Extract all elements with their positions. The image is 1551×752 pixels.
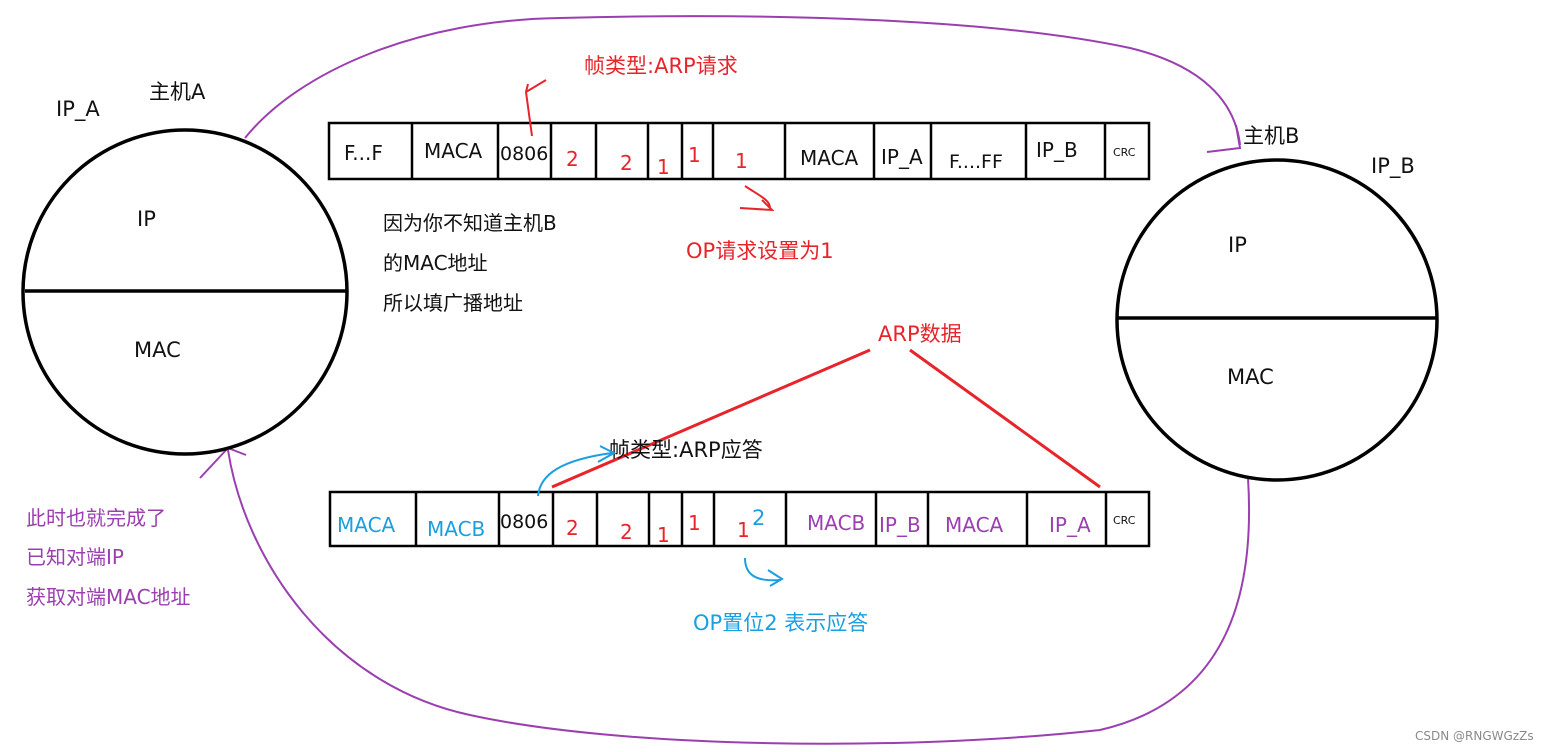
req-field-target-mac: F....FF: [949, 151, 1003, 173]
reply-op-note: OP置位2 表示应答: [693, 611, 868, 635]
req-field-frame-type: 0806: [500, 143, 548, 165]
reply-loop-arrow: [227, 449, 1251, 745]
svg-text:获取对端MAC地址: 获取对端MAC地址: [26, 585, 191, 609]
host-a-ip: IP: [137, 207, 156, 231]
rep-field-frame-type: 0806: [500, 511, 548, 533]
reply-frame-type-arrow: [537, 445, 617, 497]
request-op-note: OP请求设置为1: [686, 239, 834, 263]
req-field-src-mac: MACA: [424, 139, 483, 163]
rep-field-proto-type: 2: [620, 520, 633, 544]
host-b-name: 主机B: [1243, 124, 1299, 148]
rep-field-op: 1: [737, 518, 750, 542]
request-loop-arrowhead: [1206, 124, 1242, 153]
reply-frame-type-label: 帧类型:ARP应答: [609, 438, 763, 462]
req-field-hw-type: 2: [566, 147, 579, 171]
req-field-crc: CRC: [1113, 146, 1136, 159]
req-field-hw-len: 1: [657, 155, 670, 179]
conclusion-note: 此时也就完成了 已知对端IP 获取对端MAC地址: [26, 506, 191, 609]
arp-data-label: ARP数据: [878, 322, 962, 346]
rep-field-dst-mac: MACA: [337, 513, 396, 537]
host-b-circle: [1115, 158, 1439, 482]
req-field-op: 1: [735, 149, 748, 173]
host-a-ip-label: IP_A: [56, 97, 100, 122]
reply-frame-box: [328, 490, 1151, 548]
arp-data-line-right: [909, 348, 1101, 489]
reply-frame: MACA MACB 0806 2 2 1 1 1 2 MACB IP_B MAC…: [328, 490, 1151, 548]
request-frame-type-label: 帧类型:ARP请求: [584, 54, 738, 78]
req-field-target-ip: IP_B: [1036, 138, 1078, 162]
rep-field-op-overwrite: 2: [752, 506, 765, 530]
rep-field-sender-ip: IP_B: [879, 513, 921, 537]
svg-text:所以填广播地址: 所以填广播地址: [383, 291, 523, 315]
rep-field-crc: CRC: [1113, 514, 1136, 527]
req-field-sender-mac: MACA: [800, 146, 859, 170]
request-note: 因为你不知道主机B 的MAC地址 所以填广播地址: [383, 211, 557, 315]
host-a-circle: [21, 128, 349, 456]
host-b-mac: MAC: [1227, 365, 1274, 389]
host-b-ip: IP: [1228, 233, 1247, 257]
req-field-proto-len: 1: [688, 143, 701, 167]
request-op-arrow: [739, 185, 775, 212]
req-field-sender-ip: IP_A: [881, 145, 923, 169]
rep-field-target-ip: IP_A: [1049, 513, 1091, 537]
rep-field-src-mac: MACB: [427, 517, 485, 541]
request-loop-arrow: [244, 15, 1241, 146]
host-b: 主机B IP_B IP MAC: [1115, 124, 1439, 482]
host-a-name: 主机A: [149, 80, 206, 104]
rep-field-hw-len: 1: [657, 523, 670, 547]
host-a-mac: MAC: [134, 338, 181, 362]
rep-field-proto-len: 1: [688, 511, 701, 535]
request-frame-type-arrow: [524, 79, 547, 137]
rep-field-target-mac: MACA: [945, 513, 1004, 537]
rep-field-hw-type: 2: [566, 516, 579, 540]
svg-text:已知对端IP: 已知对端IP: [26, 545, 124, 569]
rep-field-sender-mac: MACB: [807, 511, 865, 535]
host-b-ip-label: IP_B: [1371, 154, 1415, 179]
svg-text:此时也就完成了: 此时也就完成了: [26, 506, 166, 530]
req-field-proto-type: 2: [620, 151, 633, 175]
reply-op-arrow: [744, 557, 784, 587]
req-field-dst-mac: F...F: [344, 141, 383, 165]
svg-text:因为你不知道主机B: 因为你不知道主机B: [383, 211, 557, 235]
svg-text:的MAC地址: 的MAC地址: [383, 251, 488, 275]
request-frame: F...F MACA 0806 2 2 1 1 1 MACA IP_A F...…: [327, 121, 1151, 181]
request-frame-box: [327, 121, 1151, 181]
arp-data-line-left: [551, 348, 871, 489]
host-a: 主机A IP_A IP MAC: [21, 80, 349, 456]
watermark: CSDN @RNGWGzZs: [1415, 729, 1534, 743]
